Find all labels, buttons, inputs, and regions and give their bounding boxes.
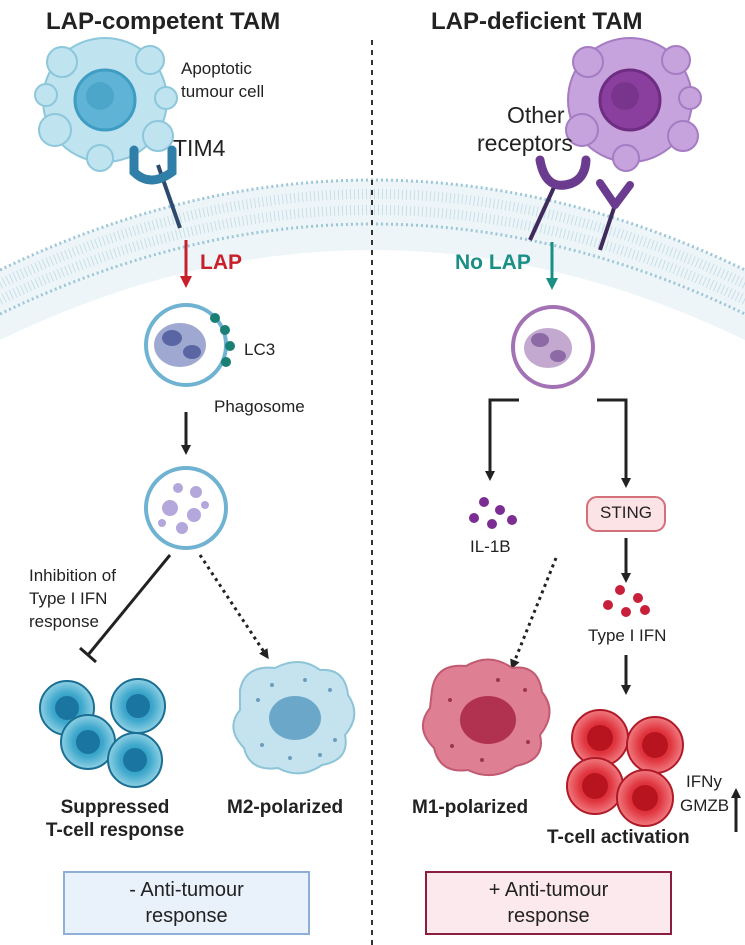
- phagosome-degrading: [144, 466, 228, 550]
- apoptotic-label-line2: tumour cell: [181, 82, 265, 101]
- inhibition-line3: response: [29, 612, 99, 631]
- apoptotic-tumour-cell-blue: [34, 37, 178, 172]
- suppressed-label-line1: Suppressed: [60, 797, 170, 818]
- il1b-dots: [469, 497, 517, 529]
- t-cell-activation-label: T-cell activation: [547, 827, 690, 848]
- no-lap-label: No LAP: [455, 251, 531, 274]
- suppressed-t-cells: [39, 678, 166, 788]
- m1-label: M1-polarized: [412, 797, 529, 818]
- right-outcome-line1: + Anti-tumour: [488, 879, 609, 901]
- apoptotic-label-line1: Apoptotic: [181, 59, 252, 78]
- arrow-to-m2: [198, 554, 269, 660]
- il1b-label: IL-1B: [470, 537, 511, 556]
- left-outcome-line1: - Anti-tumour: [129, 879, 244, 901]
- inhibition-line1: Inhibition of: [29, 566, 116, 585]
- m1-macrophage: [422, 658, 551, 777]
- lap-label: LAP: [200, 251, 242, 274]
- suppressed-label-line2: T-cell response: [45, 820, 185, 841]
- tim4-label: TIM4: [173, 135, 226, 161]
- ifny-label: IFNy: [686, 772, 722, 791]
- inhibition-line: [79, 554, 172, 664]
- type1-ifn-dots: [603, 585, 650, 617]
- activated-t-cells: [566, 709, 684, 827]
- right-outcome-text: + Anti-tumour response: [426, 872, 671, 934]
- left-outcome-line2: response: [145, 905, 228, 927]
- other-receptors: [528, 155, 634, 251]
- left-header: LAP-competent TAM: [46, 8, 281, 35]
- phagosome-lc3: [144, 303, 235, 387]
- type1-ifn-label: Type I IFN: [588, 626, 667, 645]
- other-receptors-line1: Other: [507, 102, 565, 128]
- sting-label: STING: [600, 503, 652, 522]
- gmzb-label: GMZB: [680, 796, 730, 815]
- arrow-to-m1: [510, 557, 558, 670]
- branch-arrows: [485, 398, 631, 488]
- left-outcome-text: - Anti-tumour response: [64, 872, 309, 934]
- phagosome-right: [511, 305, 595, 389]
- m2-macrophage: [232, 661, 356, 775]
- m2-label: M2-polarized: [227, 797, 344, 818]
- left-outcome-box: [63, 871, 310, 935]
- tim4-receptor: [129, 145, 182, 229]
- right-outcome-line2: response: [507, 905, 590, 927]
- right-header: LAP-deficient TAM: [431, 8, 643, 35]
- other-receptors-line2: receptors: [477, 130, 573, 156]
- apoptotic-tumour-cell-purple: [565, 37, 702, 172]
- right-outcome-box: [425, 871, 672, 935]
- phagosome-label: Phagosome: [214, 397, 305, 416]
- lc3-label: LC3: [244, 340, 276, 359]
- sting-box: [586, 496, 666, 532]
- inhibition-line2: Type I IFN: [29, 589, 108, 608]
